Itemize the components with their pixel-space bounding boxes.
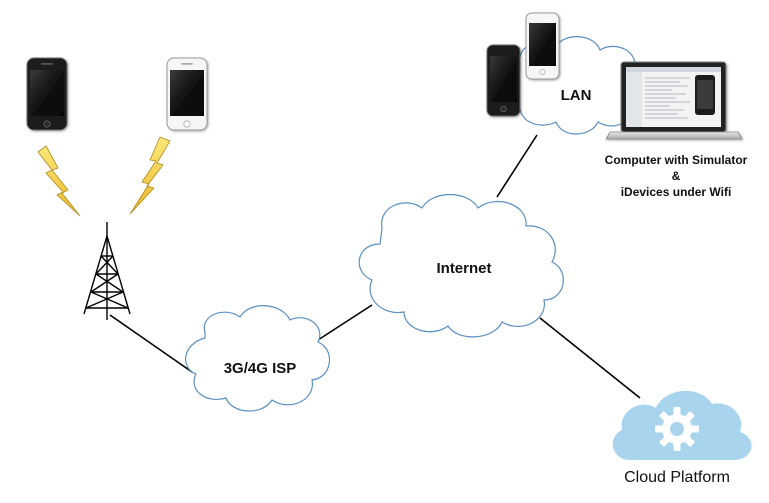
link-isp-internet xyxy=(317,304,373,341)
laptop-icon xyxy=(605,61,743,140)
connection-lines xyxy=(109,134,641,399)
computer-caption-line2: & xyxy=(672,169,681,183)
cloud-gear-icon: Cloud Platform xyxy=(612,390,752,486)
lightning-signal-icon xyxy=(129,136,171,215)
internet-cloud-label: Internet xyxy=(436,260,491,277)
white-iphone-icon xyxy=(166,57,208,131)
computer-caption-line3: iDevices under Wifi xyxy=(621,185,732,199)
black-iphone-icon xyxy=(486,44,521,117)
internet-cloud: Internet xyxy=(358,194,564,338)
computer-caption: Computer with Simulator & iDevices under… xyxy=(605,153,748,199)
lan-cloud-label: LAN xyxy=(561,87,592,104)
cell-tower-icon xyxy=(83,222,131,320)
link-tower-isp xyxy=(109,314,193,373)
gear-icon xyxy=(655,407,699,451)
link-internet-lan xyxy=(496,134,538,198)
computer-caption-line1: Computer with Simulator xyxy=(605,153,748,167)
lightning-signal-icon xyxy=(37,145,81,217)
isp-cloud-label: 3G/4G ISP xyxy=(224,360,297,377)
internet-cloud-shape xyxy=(358,194,564,338)
isp-cloud: 3G/4G ISP xyxy=(185,305,331,412)
white-iphone-icon xyxy=(525,12,560,80)
cloud-platform-label: Cloud Platform xyxy=(624,469,730,486)
link-internet-cloudplatform xyxy=(539,317,641,399)
isp-cloud-shape xyxy=(185,305,331,412)
black-iphone-icon xyxy=(26,57,68,131)
